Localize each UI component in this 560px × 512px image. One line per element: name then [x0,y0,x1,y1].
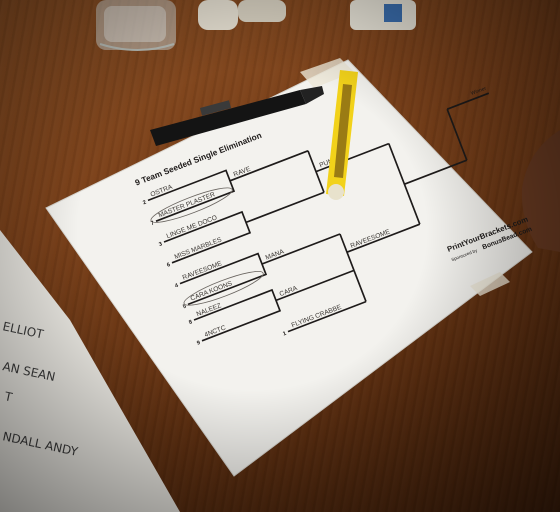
bottle-caps [198,0,416,30]
plastic-cup [96,0,176,51]
